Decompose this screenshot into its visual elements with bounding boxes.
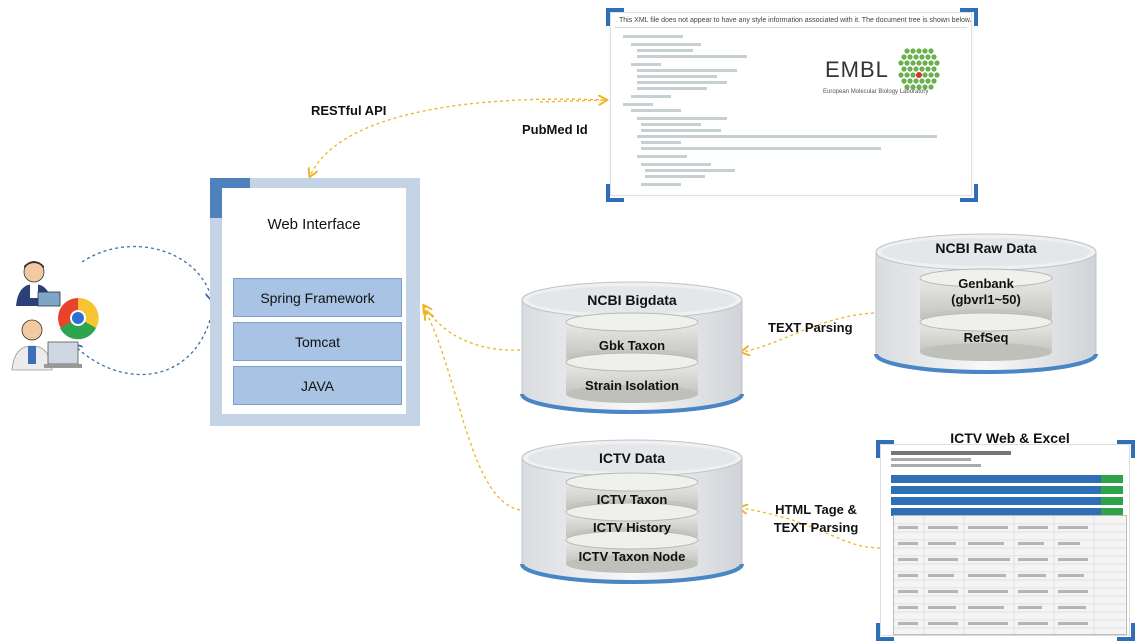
ncbi-raw-title: NCBI Raw Data [935, 240, 1037, 256]
ncbi-bigdata-to-web-arrow [424, 306, 521, 351]
ictv-data-cylinder [520, 439, 744, 584]
spreadsheet-grid-icon [894, 516, 1126, 634]
corner-bracket-icon [960, 184, 978, 202]
html-parsing-label-line2: TEXT Parsing [773, 520, 859, 535]
ncbi-raw-cylinder [874, 233, 1098, 374]
pubmed-id-label: PubMed Id [522, 122, 588, 137]
text-parsing-label: TEXT Parsing [768, 320, 853, 335]
ictv-web-to-ictv-data-arrow [740, 508, 881, 549]
stack-item-java: JAVA [233, 366, 402, 405]
ictv-data-item-taxon: ICTV Taxon [596, 492, 668, 507]
embl-logo-text: EMBL [825, 57, 889, 82]
stack-item-spring: Spring Framework [233, 278, 402, 317]
ncbi-bigdata-item-strain-isolation: Strain Isolation [585, 378, 679, 393]
corner-bracket-icon [606, 184, 624, 202]
ictv-web-screenshot [880, 444, 1130, 636]
ncbi-raw-item-refseq: RefSeq [963, 330, 1009, 345]
ictv-excel-sheet [893, 515, 1127, 635]
ncbi-bigdata-cylinder [520, 281, 744, 414]
xml-notice-text: This XML file does not appear to have an… [619, 17, 972, 24]
users-to-web-arrow [81, 245, 212, 300]
ictv-data-item-history: ICTV History [592, 520, 671, 535]
corner-bracket-icon [606, 8, 624, 26]
panel-corner-accent [210, 178, 222, 218]
restful-api-label: RESTful API [311, 103, 387, 118]
ictv-web-title: ICTV Web & Excel [950, 430, 1070, 446]
embl-xml-document: This XML file does not appear to have an… [610, 12, 972, 196]
ncbi-raw-item-gbvrl: (gbvrl1~50) [951, 292, 1021, 307]
corner-bracket-icon [1117, 440, 1135, 458]
corner-bracket-icon [960, 8, 978, 26]
ncbi-raw-item-genbank: Genbank [958, 276, 1014, 291]
web-interface-title: Web Interface [267, 216, 361, 233]
users-icon [11, 261, 99, 371]
corner-bracket-icon [876, 440, 894, 458]
ncbi-bigdata-item-gbk-taxon: Gbk Taxon [598, 338, 666, 353]
divider [615, 27, 967, 28]
pubmed-arrow-head [539, 100, 606, 102]
web-to-users-arrow [74, 319, 211, 376]
ictv-data-to-web-arrow [426, 312, 521, 511]
restful-api-arrow [310, 98, 606, 176]
ictv-data-item-taxon-node: ICTV Taxon Node [578, 549, 686, 564]
embl-hex-logo-icon [898, 48, 940, 90]
embl-subtitle: European Molecular Biology Laboratory [823, 89, 929, 95]
ictv-data-title: ICTV Data [598, 450, 666, 466]
ncbi-bigdata-title: NCBI Bigdata [587, 292, 677, 308]
stack-item-tomcat: Tomcat [233, 322, 402, 361]
ncbi-raw-to-bigdata-arrow [742, 312, 875, 352]
corner-bracket-icon [1117, 623, 1135, 641]
html-parsing-label-line1: HTML Tage & [775, 502, 857, 517]
corner-bracket-icon [876, 623, 894, 641]
